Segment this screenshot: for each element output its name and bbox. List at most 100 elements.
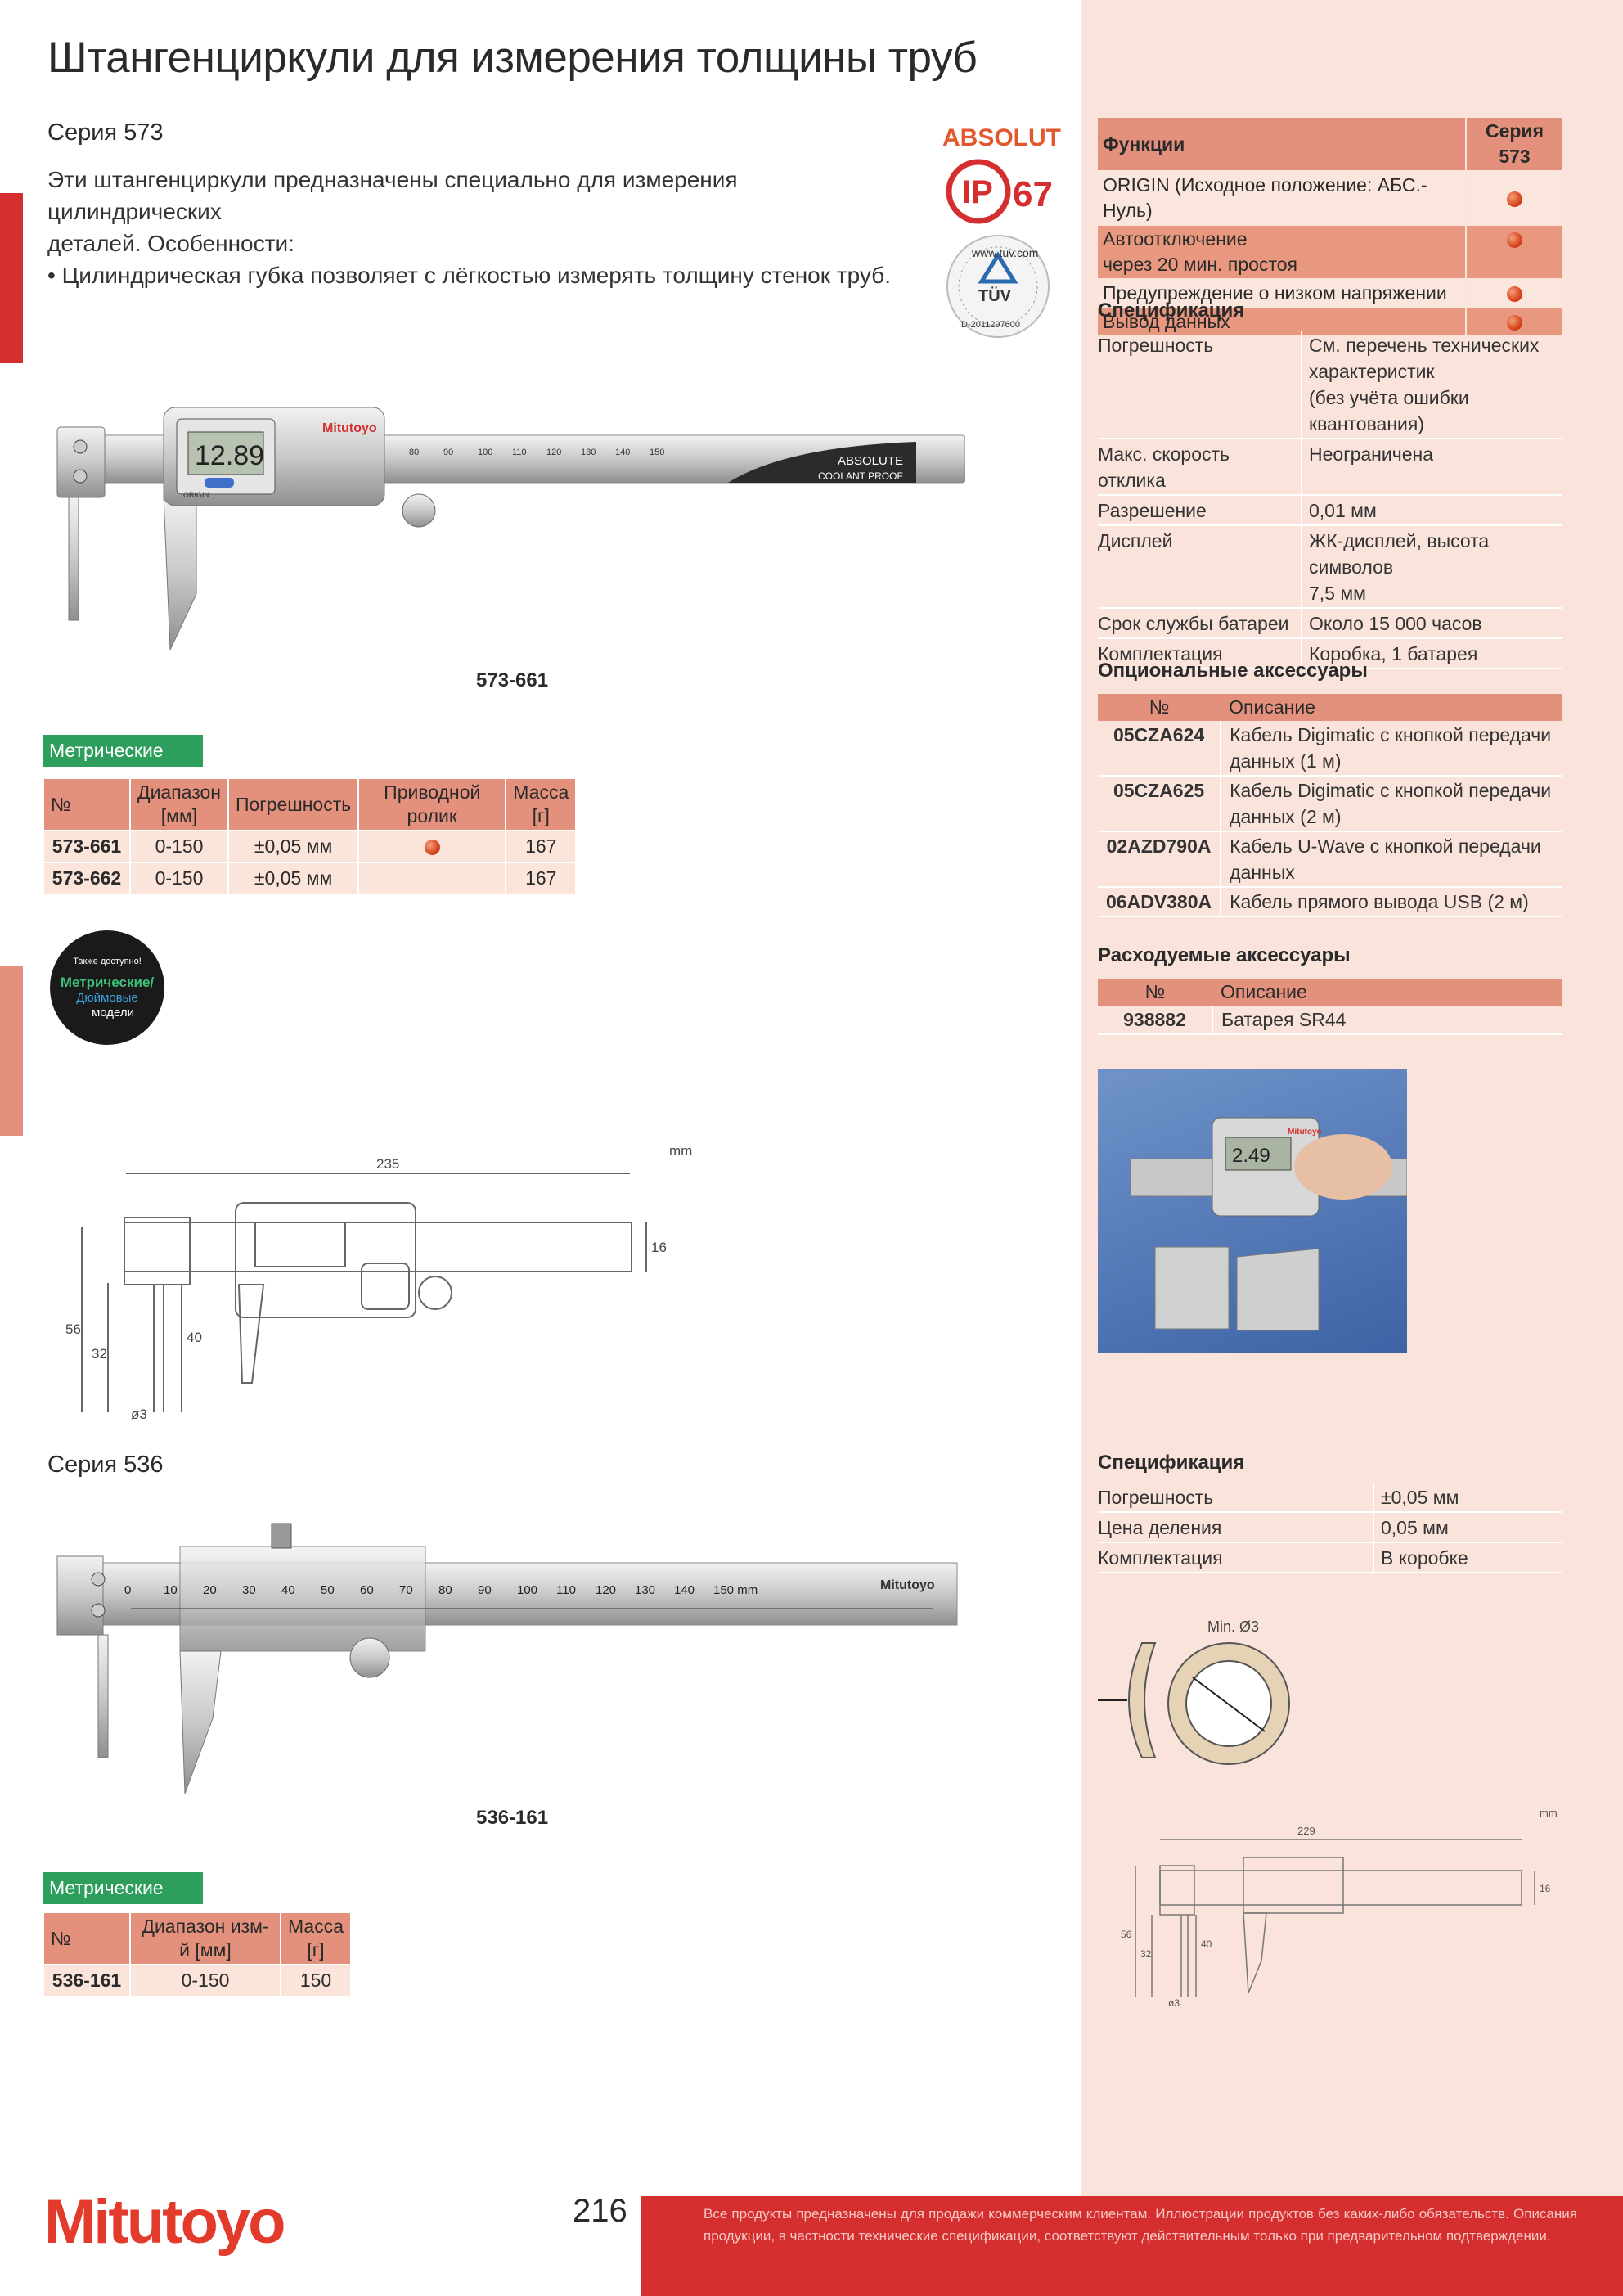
svg-text:90: 90: [478, 1583, 492, 1597]
svg-text:30: 30: [242, 1583, 256, 1597]
tuv-seal-icon: [946, 235, 1050, 338]
svg-text:0: 0: [124, 1583, 131, 1597]
feature-dot-icon: [1507, 315, 1522, 331]
page-number: 216: [573, 2193, 627, 2229]
spec-row: Комплектация Коробка, 1 батарея: [1098, 638, 1562, 669]
svg-text:100: 100: [478, 448, 492, 457]
svg-text:130: 130: [581, 448, 596, 457]
svg-text:40: 40: [281, 1583, 295, 1597]
table-536: № Диапазон изм-й [мм] Масса [г] 536-161 …: [43, 1911, 353, 1997]
svg-text:80: 80: [438, 1583, 452, 1597]
spec-row: Срок службы батареи Около 15 000 часов: [1098, 608, 1562, 639]
svg-text:10: 10: [164, 1583, 178, 1597]
spec-row: Погрешность См. перечень технических хар…: [1098, 331, 1562, 439]
consumables-table: № Описание 938882 Батарея SR44: [1098, 979, 1562, 1035]
origin-button: [205, 478, 234, 488]
feature-dot-icon: [1507, 191, 1522, 207]
side-tab-red: [0, 193, 23, 363]
svg-text:60: 60: [360, 1583, 374, 1597]
spec-536-title: Спецификация: [1098, 1452, 1245, 1474]
consumables-title: Расходуемые аксессуары: [1098, 944, 1351, 966]
svg-text:120: 120: [546, 448, 561, 457]
svg-text:COOLANT PROOF: COOLANT PROOF: [818, 470, 903, 482]
functions-table: Функции Серия 573 ORIGIN (Исходное полож…: [1098, 118, 1562, 337]
svg-text:Также доступно!: Также доступно!: [73, 957, 142, 966]
spec-573-title: Спецификация: [1098, 299, 1245, 322]
side-tab-salmon: [0, 966, 23, 1136]
caption-536-161: 536-161: [476, 1807, 549, 1829]
svg-text:120: 120: [596, 1583, 616, 1597]
svg-text:32: 32: [92, 1346, 107, 1362]
hand: [1294, 1134, 1392, 1200]
page-title: Штангенциркули для измерения толщины тру…: [47, 34, 978, 82]
svg-text:Mitutoyo: Mitutoyo: [880, 1578, 935, 1592]
caliper-brand: Mitutoyo: [322, 421, 377, 435]
spec-536-table: Погрешность ±0,05 мм Цена деления 0,05 м…: [1098, 1483, 1562, 1573]
svg-text:50: 50: [321, 1583, 335, 1597]
vernier-slider: [179, 1546, 426, 1652]
tuv-text: TÜV: [978, 286, 1012, 305]
series-573-title: Серия 573: [47, 119, 164, 146]
svg-text:ABSOLUTE: ABSOLUTE: [838, 454, 903, 468]
svg-text:56: 56: [1121, 1929, 1132, 1940]
svg-text:20: 20: [203, 1583, 217, 1597]
table-row: 573-661 0-150 ±0,05 мм 167: [43, 830, 578, 863]
acc-header: № Описание: [1098, 694, 1562, 721]
acc-row: 05CZA624 Кабель Digimatic с кнопкой пере…: [1098, 721, 1562, 777]
clamp-screw: [271, 1523, 292, 1549]
svg-text:56: 56: [65, 1321, 81, 1337]
absolute-badge: ABSOLUTE: [942, 124, 1062, 151]
spec-row: Разрешение 0,01 мм: [1098, 495, 1562, 526]
acc-row: 938882 Батарея SR44: [1098, 1006, 1562, 1035]
svg-text:Метрические/: Метрические/: [61, 975, 155, 990]
acc-row: 05CZA625 Кабель Digimatic с кнопкой пере…: [1098, 776, 1562, 832]
feature-dot-icon: [1507, 286, 1522, 303]
spec-row: Комплектация В коробке: [1098, 1542, 1562, 1573]
svg-text:16: 16: [1540, 1883, 1551, 1894]
intro-bullet: • Цилиндрическая губка позволяет с лёгко…: [47, 263, 891, 288]
svg-text:mm: mm: [669, 1143, 692, 1159]
caption-573-661: 573-661: [476, 669, 549, 691]
metric-inch-badge: Также доступно! Метрические/ Дюймовые мо…: [47, 928, 167, 1047]
spec-row: Цена деления 0,05 мм: [1098, 1512, 1562, 1543]
footer-disclaimer: Все продукты предназначены для продажи к…: [704, 2206, 1577, 2244]
svg-text:100: 100: [517, 1583, 537, 1597]
ip-badge-number: 67: [1013, 174, 1053, 214]
spec-573-table: Погрешность См. перечень технических хар…: [1098, 331, 1562, 669]
svg-text:Mitutoyo: Mitutoyo: [1288, 1128, 1322, 1137]
certification-badges: ABSOLUTE IP 67 www.tuv.com TÜV ID-201129…: [939, 116, 1077, 353]
metric-tag-536: Метрические: [43, 1872, 203, 1904]
footer-band: [641, 2196, 1623, 2296]
feature-dot-icon: [424, 840, 440, 856]
intro-line-1: Эти штангенциркули предназначены специал…: [47, 167, 738, 224]
svg-text:150: 150: [650, 448, 664, 457]
feature-dot-icon: [1507, 232, 1522, 249]
functions-header: Функции Серия 573: [1098, 118, 1562, 172]
badge-graphics: ABSOLUTE IP 67 www.tuv.com TÜV ID-201129…: [942, 124, 1077, 338]
optional-acc-title: Опциональные аксессуары: [1098, 660, 1368, 682]
svg-text:235: 235: [376, 1156, 399, 1172]
table-header-row: № Диапазон [мм] Погрешность Приводной ро…: [43, 777, 578, 831]
svg-text:140: 140: [674, 1583, 695, 1597]
tuv-id: ID-2011297600: [959, 320, 1020, 330]
table-573: № Диапазон [мм] Погрешность Приводной ро…: [43, 777, 578, 895]
svg-text:229: 229: [1297, 1825, 1315, 1837]
vernier-scale: 0 10 20 30 40 50 60 70 80 90 100 110 120…: [124, 1583, 758, 1597]
drawing-536: mm 229 56 32 40 16 ø3: [1114, 1800, 1572, 2013]
series-536-title: Серия 536: [47, 1452, 164, 1478]
svg-text:70: 70: [399, 1583, 413, 1597]
svg-text:90: 90: [443, 448, 453, 457]
photo-lcd: [1225, 1137, 1292, 1171]
optional-acc-table: № Описание 05CZA624 Кабель Digimatic с к…: [1098, 694, 1562, 917]
svg-text:80: 80: [409, 448, 419, 457]
svg-text:16: 16: [651, 1240, 667, 1255]
thumb-roller: [402, 493, 436, 528]
table-row: 573-662 0-150 ±0,05 мм 167: [43, 862, 578, 895]
tube-measurement-diagram: Min. Ø3: [1098, 1612, 1302, 1792]
svg-text:32: 32: [1140, 1948, 1152, 1960]
metric-tag-573: Метрические: [43, 735, 203, 767]
svg-text:40: 40: [187, 1330, 202, 1345]
